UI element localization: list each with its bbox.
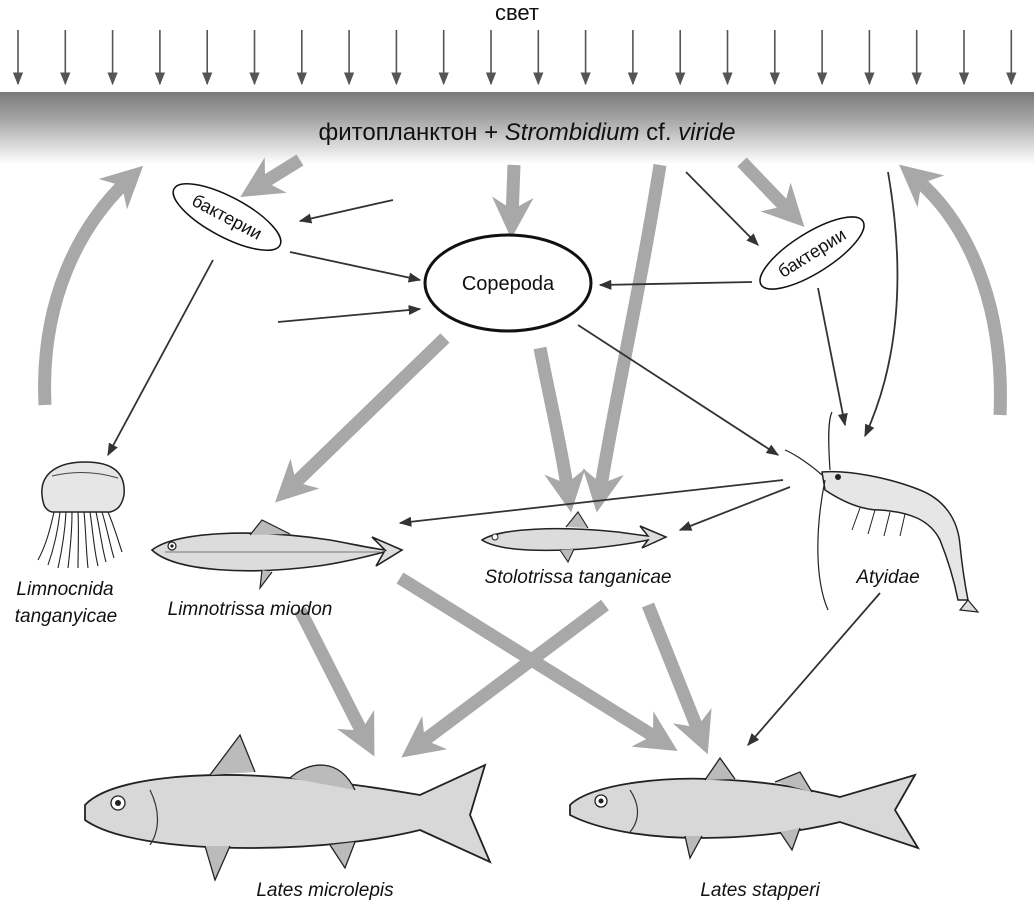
arrow-surface-to-bacteria-left (240, 154, 304, 197)
surface-band (0, 92, 1034, 164)
lates-stapperi-drawing (569, 756, 921, 860)
atyidae-drawing (784, 411, 980, 613)
thin-arrows (107, 171, 899, 746)
arrow-bacteria-right-to-atyidae (817, 287, 848, 427)
surface-species: viride (678, 119, 735, 146)
light-label: свет (495, 0, 539, 25)
lates-microlepis-label: Lates microlepis (256, 880, 394, 901)
arrow-copepoda-to-limnotrissa (275, 333, 450, 503)
arrow-stolotrissa-to-lates-stapperi (641, 602, 712, 755)
arrow-surface-to-stolotrissa (582, 163, 667, 513)
arrow-surface-to-copepoda (491, 164, 534, 239)
surface-genus: Strombidium (505, 119, 640, 146)
surface-cf: cf. (639, 119, 678, 146)
stolotrissa-label: Stolotrissa tanganicae (485, 567, 672, 588)
atyidae-label: Atyidae (855, 567, 919, 588)
limnotrissa-drawing (150, 519, 404, 591)
arrow-detritus-to-copepoda (277, 305, 422, 323)
arrow-atyidae-to-limnotrissa (398, 479, 784, 527)
surface-phyto: фитопланктон + (318, 119, 504, 146)
thick-arrows (38, 154, 1007, 758)
lates-stapperi-label: Lates stapperi (700, 880, 820, 901)
copepoda-node: Copepoda (423, 233, 593, 333)
arrow-limnocnida-to-surface (38, 165, 144, 406)
lates-microlepis-drawing (84, 733, 492, 882)
limnocnida-label-1: Limnocnida (16, 579, 113, 600)
limnotrissa-label: Limnotrissa miodon (168, 599, 333, 620)
surface-label: фитопланктон + Strombidium cf. viride (318, 119, 735, 146)
arrow-stolotrissa-to-lates-microlepis (401, 599, 609, 758)
arrow-limnotrissa-to-lates-microlepis (294, 607, 375, 757)
light-arrows (12, 30, 1017, 86)
arrow-surface-to-bacteria-right-thin (685, 171, 759, 246)
arrow-copepoda-to-stolotrissa (533, 346, 586, 513)
arrow-surface-to-bacteria-right (737, 157, 805, 228)
arrow-bacteria-left-to-limnocnida (107, 259, 214, 457)
limnocnida-label-2: tanganyicae (15, 606, 117, 627)
copepoda-label: Copepoda (462, 273, 555, 295)
arrow-atyidae-to-stolotrissa (678, 486, 791, 531)
limnocnida-drawing (37, 461, 125, 569)
arrow-bacteria-right-to-copepoda (598, 279, 753, 290)
arrow-bacteria-left-to-copepoda (289, 251, 422, 283)
arrow-atyidae-to-surface (899, 164, 1007, 416)
arrow-copepoda-to-atyidae (577, 324, 780, 456)
arrow-atyidae-to-lates-stapperi (747, 592, 881, 746)
stolotrissa-drawing (480, 511, 668, 564)
bacteria-right-node: бактерии (759, 216, 865, 290)
arrow-surface-to-atyidae (864, 171, 899, 438)
arrow-doc-to-bacteria-left (298, 199, 394, 224)
